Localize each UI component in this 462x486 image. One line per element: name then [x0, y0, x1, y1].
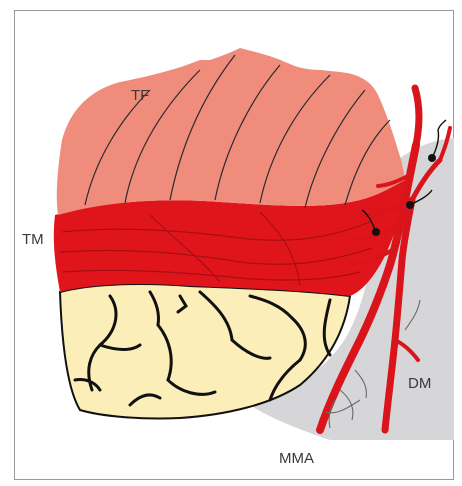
label-dm: DM: [408, 375, 431, 392]
label-tm: TM: [22, 231, 44, 248]
label-tf: TF: [131, 87, 149, 104]
temporal-fascia: [57, 47, 405, 215]
label-mma: MMA: [279, 450, 314, 467]
